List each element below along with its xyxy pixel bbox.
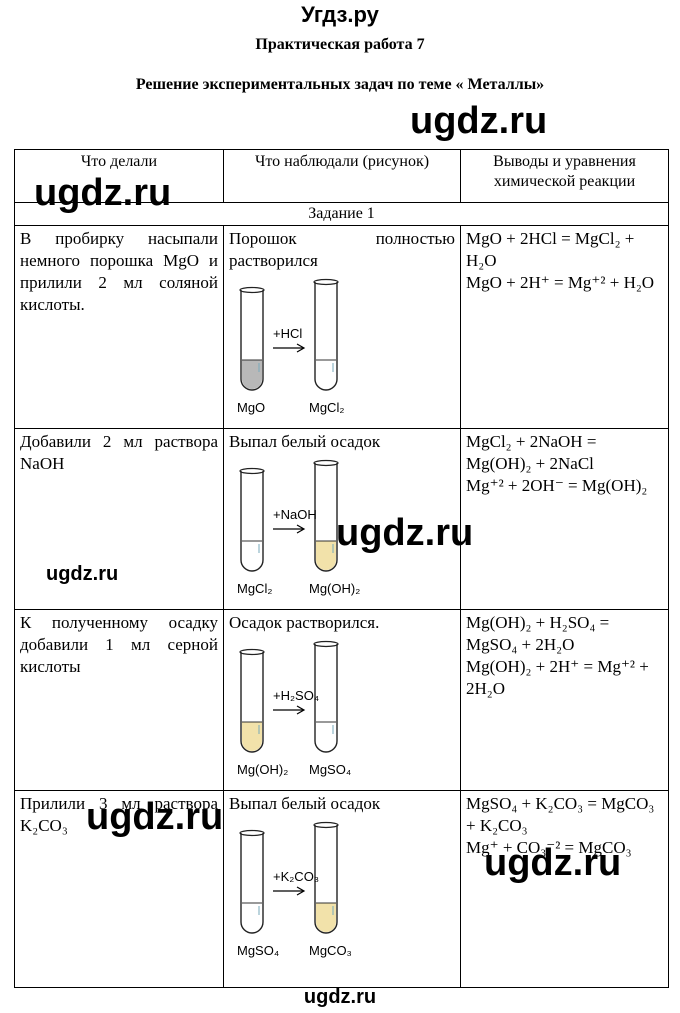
column-header: Выводы и уравнения химической реакции [460, 149, 669, 203]
footer: ugdz.ru [303, 986, 377, 1008]
task-row: Задание 1 [14, 202, 669, 226]
test-tube-svg: +H₂SO₄ Mg(OH)₂ MgSO₄ [237, 640, 351, 777]
test-tube-rim [239, 467, 265, 475]
test-tube [240, 652, 264, 753]
arrow-head-icon [296, 524, 306, 534]
test-tube-rim [239, 648, 265, 656]
site-title: Угдз.ру [301, 2, 379, 27]
test-tube [240, 471, 264, 572]
work-title: Практическая работа 7 [255, 36, 425, 53]
table-row: В пробирку насыпали немного порошка MgO … [14, 225, 669, 429]
test-tube-rim [239, 286, 265, 294]
tube-label-before: MgO [237, 400, 265, 415]
task-label: Задание 1 [14, 202, 669, 226]
equation: Mg⁺² + 2OH⁻ = Mg(OH)₂ [466, 476, 648, 495]
observation-cell: Осадок растворился. +H₂SO₄ Mg(OH)₂ MgSO₄ [223, 609, 461, 791]
test-tube-rim [239, 829, 265, 837]
tube-label-after: Mg(OH)₂ [309, 581, 360, 596]
test-tube-figure: +K₂CO₃ MgSO₄ MgCO₃ [229, 815, 455, 969]
watermark: ugdz.ru [34, 172, 172, 214]
reagent-label: +HCl [273, 326, 302, 341]
test-tube-rim [313, 640, 339, 648]
test-tube-svg: +K₂CO₃ MgSO₄ MgCO₃ [237, 821, 352, 958]
equation: MgO + 2HCl = MgCl₂ + H₂O [466, 229, 635, 270]
equation: Mg⁺ + CO₃⁻² = MgCO₃ [466, 838, 632, 857]
equation: MgSO₄ + K₂CO₃ = MgCO₃ + K₂CO₃ [466, 794, 655, 835]
conclusion-cell: MgO + 2HCl = MgCl₂ + H₂O MgO + 2H⁺ = Mg⁺… [460, 225, 669, 429]
reagent-label: +K₂CO₃ [273, 869, 319, 884]
action-cell: В пробирку насыпали немного порошка MgO … [14, 225, 224, 429]
observation-text: Выпал белый осадок [229, 432, 381, 451]
conclusion-cell: MgSO₄ + K₂CO₃ = MgCO₃ + K₂CO₃ Mg⁺ + CO₃⁻… [460, 790, 669, 988]
test-tube-rim [313, 278, 339, 286]
column-header: Что делали [14, 149, 224, 203]
watermark: ugdz.ru [410, 100, 548, 142]
test-tube [314, 463, 338, 572]
experiment-table: Что делали Что наблюдали (рисунок) Вывод… [14, 149, 669, 988]
tube-label-before: MgCl₂ [237, 581, 272, 596]
action-cell: Добавили 2 мл раствора NaOH [14, 428, 224, 610]
test-tube-figure: +NaOH MgCl₂ Mg(OH)₂ [229, 453, 455, 607]
tube-label-after: MgCl₂ [309, 400, 344, 415]
tube-label-after: MgSO₄ [309, 762, 351, 777]
equation: MgO + 2H⁺ = Mg⁺² + H₂O [466, 273, 655, 292]
arrow-head-icon [296, 886, 306, 896]
test-tube-svg: +NaOH MgCl₂ Mg(OH)₂ [237, 459, 360, 596]
test-tube [314, 644, 338, 753]
test-tube [314, 825, 338, 934]
action-cell: Прилили 3 мл раствора K₂CO₃ [14, 790, 224, 988]
liquid-fill [242, 722, 262, 751]
liquid-fill [242, 360, 262, 389]
watermark: ugdz.ru [86, 796, 224, 838]
equation: Mg(OH)₂ + H₂SO₄ = MgSO₄ + 2H₂O [466, 613, 610, 654]
watermark: ugdz.ru [484, 842, 622, 884]
test-tube-rim [313, 459, 339, 467]
test-tube-rim [313, 821, 339, 829]
reagent-label: +H₂SO₄ [273, 688, 319, 703]
table-row: Добавили 2 мл раствора NaOH Выпал белый … [14, 428, 669, 610]
observation-text: Осадок растворился. [229, 613, 380, 632]
work-subtitle: Решение экспериментальных задач по теме … [135, 76, 545, 93]
reagent-label: +NaOH [273, 507, 317, 522]
test-tube [240, 290, 264, 391]
arrow-head-icon [296, 705, 306, 715]
liquid-fill [316, 541, 336, 570]
test-tube [314, 282, 338, 391]
table-row: Прилили 3 мл раствора K₂CO₃ Выпал белый … [14, 790, 669, 988]
equation: Mg(OH)₂ + 2H⁺ = Mg⁺² + 2H₂O [466, 657, 649, 698]
tube-label-before: Mg(OH)₂ [237, 762, 288, 777]
watermark: ugdz.ru [336, 512, 474, 554]
tube-label-before: MgSO₄ [237, 943, 279, 958]
liquid-fill [316, 903, 336, 932]
conclusion-cell: MgCl₂ + 2NaOH = Mg(OH)₂ + 2NaCl Mg⁺² + 2… [460, 428, 669, 610]
observation-text: Порошок полностью растворился [229, 229, 455, 270]
test-tube-figure: +H₂SO₄ Mg(OH)₂ MgSO₄ [229, 634, 455, 788]
observation-text: Выпал белый осадок [229, 794, 381, 813]
watermark: ugdz.ru [46, 563, 119, 585]
test-tube [240, 833, 264, 934]
action-cell: К полученному осадку добавили 1 мл серно… [14, 609, 224, 791]
table-row: К полученному осадку добавили 1 мл серно… [14, 609, 669, 791]
arrow-head-icon [296, 343, 306, 353]
tube-label-after: MgCO₃ [309, 943, 352, 958]
equation: MgCl₂ + 2NaOH = Mg(OH)₂ + 2NaCl [466, 432, 597, 473]
observation-cell: Выпал белый осадок +K₂CO₃ MgSO₄ MgCO₃ [223, 790, 461, 988]
column-header: Что наблюдали (рисунок) [223, 149, 461, 203]
observation-cell: Выпал белый осадок +NaOH MgCl₂ Mg(OH)₂ [223, 428, 461, 610]
conclusion-cell: Mg(OH)₂ + H₂SO₄ = MgSO₄ + 2H₂O Mg(OH)₂ +… [460, 609, 669, 791]
header-row: Что делали Что наблюдали (рисунок) Вывод… [14, 149, 669, 203]
